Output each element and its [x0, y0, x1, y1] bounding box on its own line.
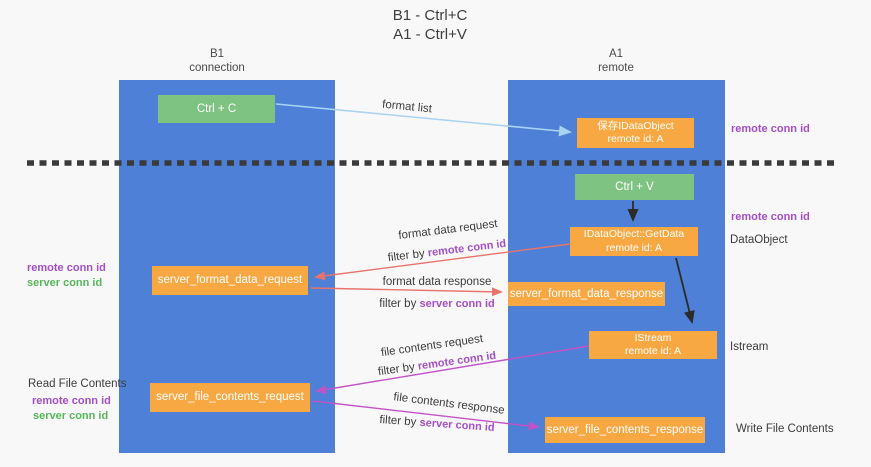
- node-ctrl-v: Ctrl + V: [575, 174, 694, 200]
- lane-header-a1: A1 remote: [516, 47, 716, 75]
- node-save-idataobject-line2: remote id: A: [607, 133, 664, 145]
- node-ctrl-v-label: Ctrl + V: [615, 180, 654, 193]
- lane-a1-title: A1: [608, 48, 624, 60]
- title-line-2: A1 - Ctrl+V: [393, 26, 467, 43]
- node-istream-line2: remote id: A: [624, 345, 682, 357]
- annotation-remote-conn-id-mid: remote conn id: [731, 211, 810, 223]
- annotation-left-remote-conn-id-1: remote conn id: [27, 262, 106, 274]
- node-save-idataobject-line1: 保存IDataObject: [597, 119, 674, 132]
- lane-header-b1: B1 connection: [117, 47, 317, 75]
- filter-by-text-2: filter by: [379, 298, 420, 310]
- node-istream: IStream remote id: A: [589, 331, 717, 359]
- server-file-contents-response-label: server_file_contents_response: [546, 423, 704, 436]
- node-save-idataobject: 保存IDataObject remote id: A: [577, 118, 694, 148]
- node-server-format-data-response: server_format_data_response: [508, 282, 665, 306]
- format-data-response-arrow: [310, 287, 503, 297]
- label-format-data-response-filter: filter by server conn id: [379, 298, 494, 310]
- node-server-format-data-request: server_format_data_request: [152, 266, 308, 295]
- annotation-left-remote-conn-id-2: remote conn id: [32, 395, 111, 407]
- server-format-data-request-label: server_format_data_request: [157, 274, 303, 287]
- file-contents-request-arrow: [315, 345, 590, 394]
- annotation-dataobject: DataObject: [730, 234, 788, 246]
- node-istream-line1: IStream: [634, 331, 672, 344]
- lane-b1-subtitle: connection: [189, 62, 245, 74]
- node-ctrl-c-label: Ctrl + C: [196, 102, 237, 115]
- format-list-arrow: [275, 103, 572, 137]
- diagram-title: B1 - Ctrl+C A1 - Ctrl+V: [0, 6, 860, 44]
- annotation-left-server-conn-id-2: server conn id: [33, 410, 109, 422]
- title-line-1: B1 - Ctrl+C: [392, 7, 468, 24]
- annotation-istream: Istream: [730, 341, 769, 353]
- annotation-read-file-contents: Read File Contents: [28, 378, 127, 390]
- server-format-data-response-label: server_format_data_response: [509, 287, 664, 300]
- annotation-write-file-contents: Write File Contents: [736, 423, 834, 435]
- server-conn-id-key-1: server conn id: [419, 298, 495, 310]
- annotation-remote-conn-id-top: remote conn id: [731, 123, 810, 135]
- file-contents-response-arrow: [312, 400, 540, 431]
- lane-b1-title: B1: [209, 48, 225, 60]
- getdata-to-istream-arrow: [675, 257, 695, 324]
- lane-a1-subtitle: remote: [598, 62, 634, 74]
- node-idataobject-getdata-line2: remote id: A: [605, 241, 663, 254]
- node-idataobject-getdata: IDataObject::GetData remote id: A: [570, 227, 698, 256]
- node-ctrl-c: Ctrl + C: [158, 95, 275, 123]
- format-data-request-arrow: [314, 243, 571, 281]
- node-server-file-contents-response: server_file_contents_response: [545, 417, 705, 443]
- server-file-contents-request-label: server_file_contents_request: [156, 391, 304, 404]
- node-server-file-contents-request: server_file_contents_request: [150, 383, 310, 412]
- label-format-data-response: format data response: [382, 276, 492, 288]
- annotation-left-server-conn-id-1: server conn id: [27, 277, 103, 289]
- node-idataobject-getdata-line1: IDataObject::GetData: [583, 228, 685, 241]
